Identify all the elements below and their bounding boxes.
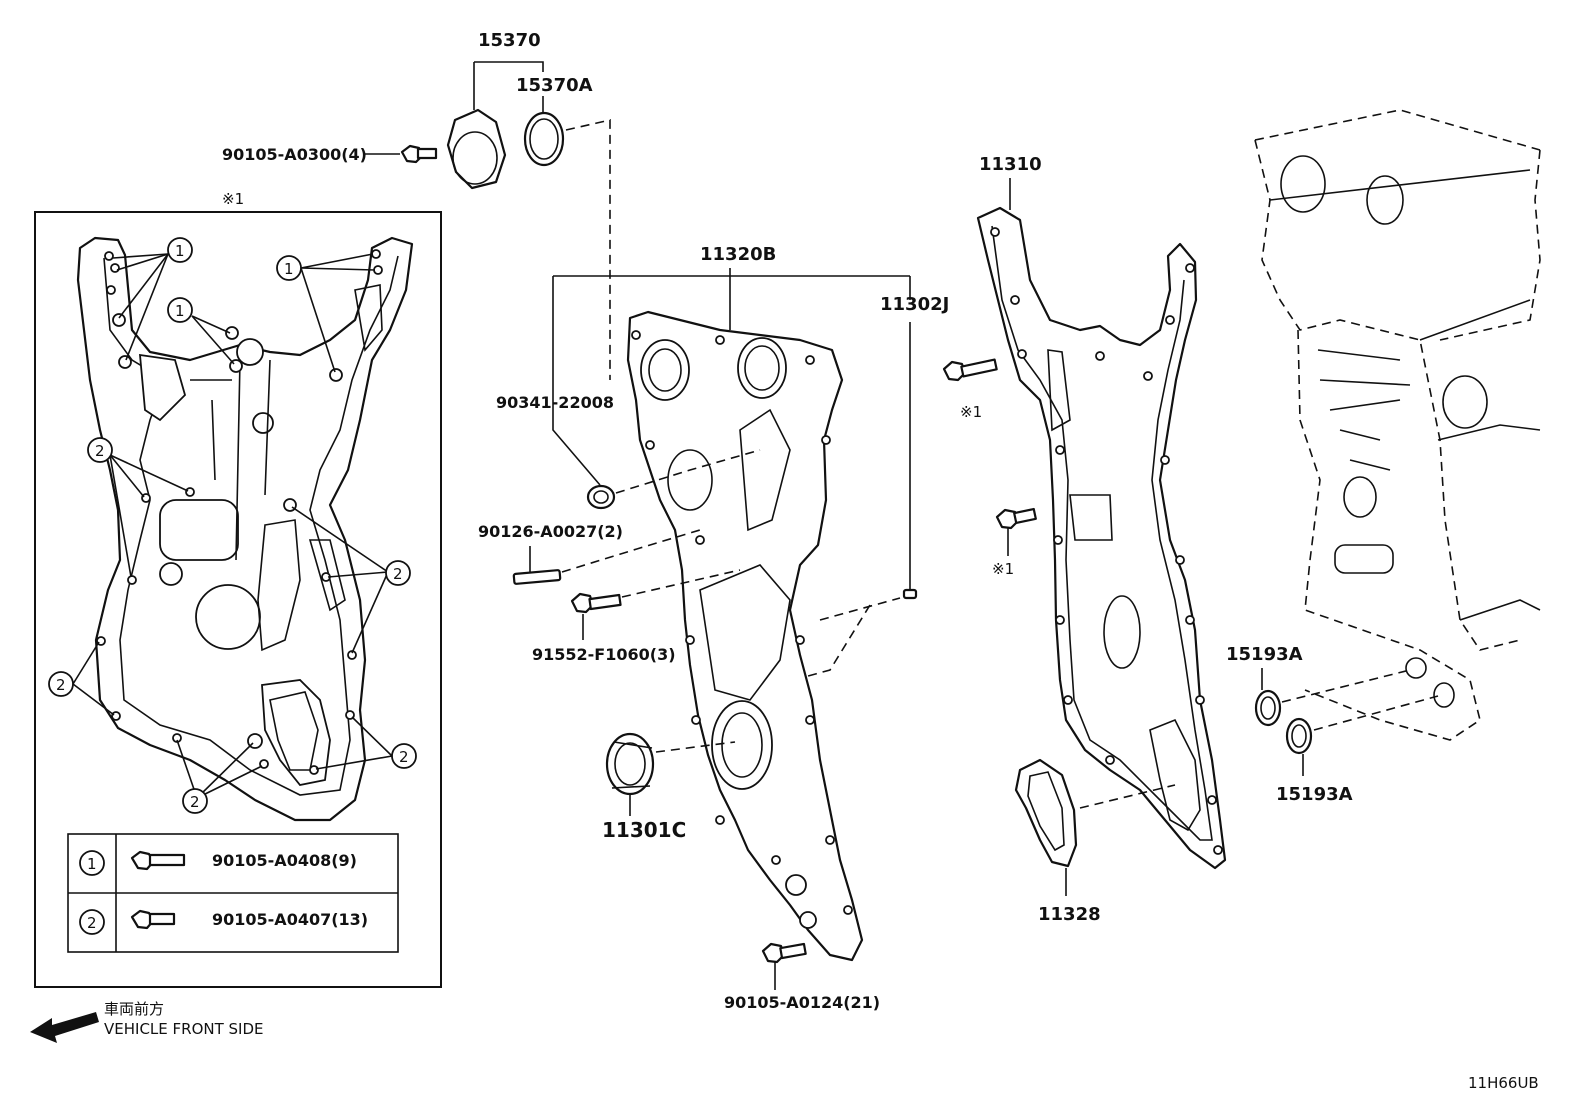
bolt-icon [942,358,998,382]
oil-seal-icon [1285,717,1313,755]
callout-15370a: 15370A [516,75,593,96]
callout-11301c: 11301C [602,818,686,842]
svg-text:1: 1 [175,242,185,260]
mark-1-b: ※1 [992,560,1014,578]
callout-11320b: 11320B [700,244,776,265]
part-15370-group: 15370 15370A 90105-A0300(4) [222,30,611,380]
engine-block-group: 15193A 15193A [1226,109,1541,805]
svg-text:2: 2 [56,676,66,694]
bolt-legend-table: 1 2 90105-A0408(9) 90105-A0407(13) [67,833,399,953]
callout-91552-f1060: 91552-F1060(3) [532,645,676,664]
svg-text:2: 2 [95,442,105,460]
bolt-icon [570,592,622,614]
svg-text:2: 2 [190,793,200,811]
direction-label-en: VEHICLE FRONT SIDE [104,1020,264,1038]
callout-11328: 11328 [1038,904,1101,925]
o-ring-gasket-icon [1014,758,1078,868]
inset-mark: ※1 [222,190,244,208]
callout-15370: 15370 [478,30,541,51]
callout-90105-a0124: 90105-A0124(21) [724,993,880,1012]
svg-text:1: 1 [284,260,294,278]
svg-text:1: 1 [87,855,97,873]
direction-label-jp: 車両前方 [104,1000,164,1018]
plug-icon [586,484,616,510]
callout-bubbles-2: 2 2 2 2 2 [48,437,417,814]
callout-11310: 11310 [979,154,1042,175]
vehicle-front-indicator: 車両前方 VEHICLE FRONT SIDE [30,1000,264,1043]
stud-icon [512,569,562,585]
callout-15193a-2: 15193A [1276,784,1353,805]
front-arrow-icon [30,1012,99,1043]
callout-90105-a0300: 90105-A0300(4) [222,145,367,164]
svg-text:2: 2 [393,565,403,583]
inset-panel: ※1 [34,190,442,988]
bolt-icon [130,909,176,930]
callout-90126-a0027: 90126-A0027(2) [478,522,623,541]
oil-seal-icon [1254,689,1282,727]
legend-part-1: 90105-A0408(9) [212,851,357,870]
gasket-11310-group: 11310 ※1 ※1 [942,154,1227,925]
bolt-icon [130,850,186,871]
svg-text:2: 2 [87,914,97,932]
svg-text:2: 2 [399,748,409,766]
oil-seal-icon [605,732,655,796]
figure-id: 11H66UB [1468,1074,1539,1092]
callout-bubbles-1: 1 1 1 [167,237,302,323]
bolt-icon [400,144,438,164]
mark-1-a: ※1 [960,403,982,421]
svg-text:1: 1 [175,302,185,320]
callout-11302j: 11302J [880,294,949,315]
bolt-icon [995,507,1037,530]
legend-part-2: 90105-A0407(13) [212,910,368,929]
callout-15193a-1: 15193A [1226,644,1303,665]
timing-cover-group: 11320B 11302J 90341-22008 [478,244,949,1012]
bolt-icon [761,942,807,964]
callout-90341-22008: 90341-22008 [496,393,614,412]
